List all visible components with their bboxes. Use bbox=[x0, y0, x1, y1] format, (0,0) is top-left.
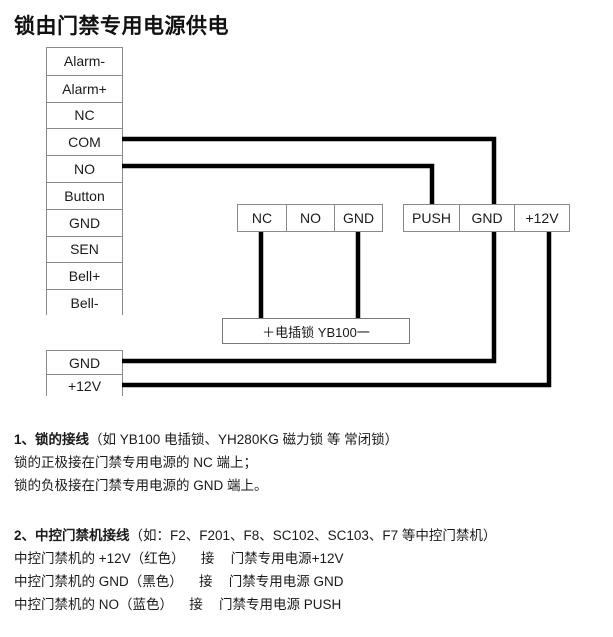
terminal-row-sen: SEN bbox=[47, 235, 122, 263]
power-row-gnd: GND bbox=[47, 351, 122, 374]
access-controller-terminal-strip: Alarm- Alarm+ NC COM NO Button GND SEN B… bbox=[46, 47, 123, 316]
note-controller-heading-line: 2、中控门禁机接线（如：F2、F201、F8、SC102、SC103、F7 等中… bbox=[14, 524, 496, 547]
door-access-power-supply-terminal-box: PUSH GND +12V bbox=[403, 204, 570, 232]
connection-gnd-from: 中控门禁机的 GND（黑色） bbox=[14, 574, 183, 589]
electric-lock-device-box: ＋电插锁 YB100一 bbox=[222, 318, 410, 344]
terminal-row-nc: NC bbox=[47, 101, 122, 129]
connection-no-to: 门禁专用电源 PUSH bbox=[219, 597, 342, 612]
connection-row-no: 中控门禁机的 NO（蓝色） 接 门禁专用电源 PUSH bbox=[14, 593, 496, 616]
terminal-row-alarm-plus: Alarm+ bbox=[47, 74, 122, 102]
connection-12v-to: 门禁专用电源+12V bbox=[230, 551, 344, 566]
connection-no-verb: 接 bbox=[189, 597, 203, 612]
terminal-row-bell-plus: Bell+ bbox=[47, 262, 122, 290]
lock-terminal-gnd: GND bbox=[334, 205, 382, 231]
note-lock-wiring: 1、锁的接线（如 YB100 电插锁、YH280KG 磁力锁 等 常闭锁） 锁的… bbox=[14, 428, 398, 497]
connection-gnd-to: 门禁专用电源 GND bbox=[228, 574, 344, 589]
connection-row-gnd: 中控门禁机的 GND（黑色） 接门禁专用电源 GND bbox=[14, 570, 496, 593]
terminal-row-bell-minus: Bell- bbox=[47, 289, 122, 316]
connection-row-12v: 中控门禁机的 +12V（红色） 接门禁专用电源+12V bbox=[14, 547, 496, 570]
note-lock-heading-line: 1、锁的接线（如 YB100 电插锁、YH280KG 磁力锁 等 常闭锁） bbox=[14, 428, 398, 451]
note-lock-heading-paren: （如 YB100 电插锁、YH280KG 磁力锁 等 常闭锁） bbox=[89, 432, 399, 447]
terminal-row-no: NO bbox=[47, 155, 122, 182]
wire-supply-12v-to-controller-12v bbox=[122, 232, 552, 388]
lock-terminal-no: NO bbox=[286, 205, 334, 231]
supply-terminal-push: PUSH bbox=[404, 205, 459, 231]
lock-relay-terminal-box: NC NO GND bbox=[237, 204, 383, 232]
controller-power-terminal-block: GND +12V bbox=[46, 350, 123, 397]
supply-terminal-12v: +12V bbox=[514, 205, 569, 231]
note-lock-line-1: 锁的正极接在门禁专用电源的 NC 端上； bbox=[14, 455, 257, 470]
terminal-row-com: COM bbox=[47, 128, 122, 156]
wire-com-to-supply-gnd bbox=[122, 136, 497, 204]
note-controller-heading: 2、中控门禁机接线 bbox=[14, 528, 130, 543]
note-controller-wiring: 2、中控门禁机接线（如：F2、F201、F8、SC102、SC103、F7 等中… bbox=[14, 524, 496, 616]
note-lock-line-2: 锁的负极接在门禁专用电源的 GND 端上。 bbox=[14, 478, 268, 493]
supply-terminal-gnd: GND bbox=[459, 205, 514, 231]
terminal-row-button: Button bbox=[47, 181, 122, 209]
connection-no-from: 中控门禁机的 NO（蓝色） bbox=[14, 597, 174, 612]
terminal-row-gnd: GND bbox=[47, 208, 122, 236]
connection-12v-from: 中控门禁机的 +12V（红色） bbox=[14, 551, 185, 566]
note-controller-heading-paren: （如：F2、F201、F8、SC102、SC103、F7 等中控门禁机） bbox=[129, 528, 497, 543]
wire-no-to-supply-push bbox=[122, 163, 435, 204]
page-title: 锁由门禁专用电源供电 bbox=[14, 15, 229, 38]
note-lock-heading: 1、锁的接线 bbox=[14, 432, 90, 447]
connection-gnd-verb: 接 bbox=[199, 574, 213, 589]
lock-terminal-nc: NC bbox=[238, 205, 286, 231]
terminal-row-alarm-minus: Alarm- bbox=[47, 48, 122, 75]
connection-12v-verb: 接 bbox=[200, 551, 215, 566]
power-row-12v: +12V bbox=[47, 374, 122, 397]
